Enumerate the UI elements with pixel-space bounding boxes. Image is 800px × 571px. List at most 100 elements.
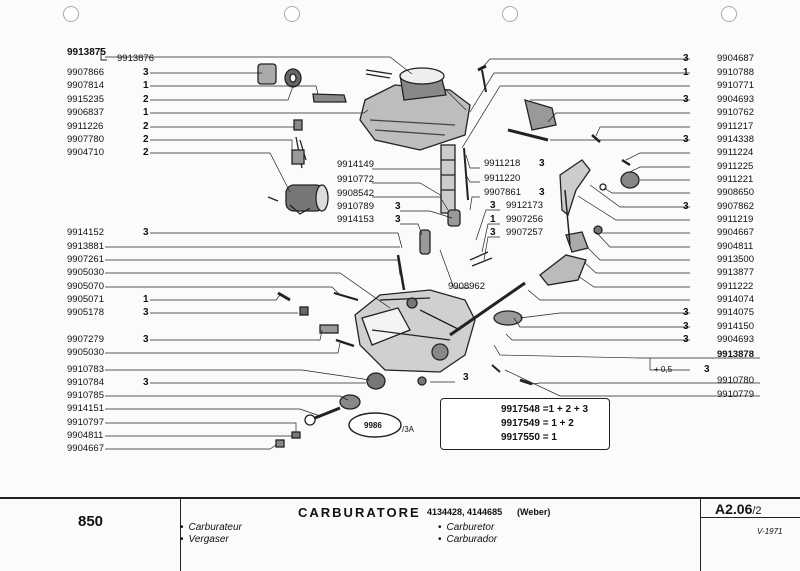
quantity: 1 xyxy=(143,107,149,118)
part-code: 9910762 xyxy=(717,107,754,118)
quantity: 3 xyxy=(683,134,689,145)
choke-lever-part xyxy=(559,159,591,217)
part-code: 9915235 xyxy=(67,94,104,105)
quantity: 3 xyxy=(143,307,149,318)
part-code: 9914150 xyxy=(717,321,754,332)
extra-plus: + 0,5 xyxy=(654,365,673,374)
quantity: 3 xyxy=(683,334,689,345)
part-code: 9914153 xyxy=(337,214,374,225)
part-code: 9906837 xyxy=(67,107,104,118)
quantity: 2 xyxy=(143,147,149,158)
part-code: 9910771 xyxy=(717,80,754,91)
part-code: 9907866 xyxy=(67,67,104,78)
part-numbers: 4134428, 4144685 xyxy=(427,507,503,517)
stamp-code: 9986 xyxy=(364,421,382,430)
part-code: 9910780 xyxy=(717,375,754,386)
part-code: 9907279 xyxy=(67,334,104,345)
stamp-ref: /3A xyxy=(402,425,415,434)
part-code: 9905071 xyxy=(67,294,104,305)
part-code: 9914149 xyxy=(337,159,374,170)
quantity: 2 xyxy=(143,94,149,105)
part-code: 9905070 xyxy=(67,281,104,292)
lang-es: •Carburador xyxy=(438,534,498,545)
part-code: 9910779 xyxy=(717,389,754,400)
quantity: 1 xyxy=(490,214,496,225)
legend-line: 9917550 = 1 xyxy=(501,432,557,443)
part-code: 9910785 xyxy=(67,390,104,401)
part-code: 9908962 xyxy=(448,281,485,292)
part-code: 9904667 xyxy=(67,443,104,454)
quantity: 3 xyxy=(539,187,545,198)
extra-qty: 3 xyxy=(704,364,710,375)
part-code: 9913878 xyxy=(717,349,754,360)
part-code: 9911219 xyxy=(717,214,754,225)
edition-date: V-1971 xyxy=(757,527,783,536)
quantity: 1 xyxy=(683,67,689,78)
part-code: 9911218 xyxy=(484,158,521,169)
leader-lines xyxy=(105,56,760,450)
quantity: 3 xyxy=(143,227,149,238)
throttle-lever-part xyxy=(539,254,587,286)
legend-line: 9917549 = 1 + 2 xyxy=(501,418,574,429)
part-code: 9911225 xyxy=(717,161,754,172)
exploded-view-drawing xyxy=(100,48,760,450)
emulsion-tube-part xyxy=(440,144,456,214)
part-code: 9907256 xyxy=(506,214,543,225)
punch-hole xyxy=(63,6,79,22)
quantity: 3 xyxy=(143,67,149,78)
part-code: 9912173 xyxy=(506,200,543,211)
description-cell: CARBURATORE 4134428, 4144685 (Weber) •Ca… xyxy=(180,499,700,571)
part-code: 9910797 xyxy=(67,417,104,428)
quantity: 2 xyxy=(143,121,149,132)
part-code: 9911222 xyxy=(717,281,754,292)
kit-legend: 9917548 =1 + 2 + 3 9917549 = 1 + 2 99175… xyxy=(440,398,610,450)
quantity: 3 xyxy=(395,201,401,212)
quantity: 3 xyxy=(683,53,689,64)
part-code: 9907257 xyxy=(506,227,543,238)
quantity: 3 xyxy=(683,307,689,318)
punch-hole xyxy=(502,6,518,22)
quantity: 3 xyxy=(143,334,149,345)
part-code: 9914338 xyxy=(717,134,754,145)
part-code: 9911224 xyxy=(717,147,754,158)
part-code: 9914075 xyxy=(717,307,754,318)
part-code: 9907861 xyxy=(484,187,521,198)
part-code: 9907780 xyxy=(67,134,104,145)
lang-en: •Carburetor xyxy=(438,522,495,533)
quantity: 3 xyxy=(539,158,545,169)
lang-de: •Vergaser xyxy=(180,534,229,545)
quantity: 3 xyxy=(683,201,689,212)
part-code: 9913876 xyxy=(117,53,154,64)
part-title: CARBURATORE xyxy=(298,505,421,520)
part-code: 9913877 xyxy=(717,267,754,278)
throttle-shaft-part xyxy=(449,281,526,337)
part-code: 9911217 xyxy=(717,121,754,132)
sheet-cell: A2.06/2 V-1971 xyxy=(700,499,800,571)
part-code: 9910784 xyxy=(67,377,104,388)
quantity: 3 xyxy=(490,227,496,238)
part-code: 9904710 xyxy=(67,147,104,158)
quantity: 2 xyxy=(143,134,149,145)
part-code: 9914152 xyxy=(67,227,104,238)
punch-hole xyxy=(721,6,737,22)
quantity: 3 xyxy=(683,321,689,332)
part-code: 9913881 xyxy=(67,241,104,252)
part-code: 9913875 xyxy=(67,47,106,58)
maker: (Weber) xyxy=(517,507,551,517)
legend-line: 9917548 =1 + 2 + 3 xyxy=(501,404,589,415)
quantity: 3 xyxy=(463,372,469,383)
quantity: 1 xyxy=(143,294,149,305)
part-code: 9905030 xyxy=(67,347,104,358)
sheet-number: A2.06/2 xyxy=(715,501,762,517)
model-cell: 850 xyxy=(0,499,181,571)
part-code: 9911221 xyxy=(717,174,754,185)
part-code: 9910788 xyxy=(717,67,754,78)
quantity: 3 xyxy=(143,377,149,388)
punch-hole xyxy=(284,6,300,22)
part-code: 9905178 xyxy=(67,307,104,318)
part-code: 9910772 xyxy=(337,174,374,185)
part-code: 9907862 xyxy=(717,201,754,212)
part-code: 9914151 xyxy=(67,403,104,414)
model-number: 850 xyxy=(78,513,104,530)
